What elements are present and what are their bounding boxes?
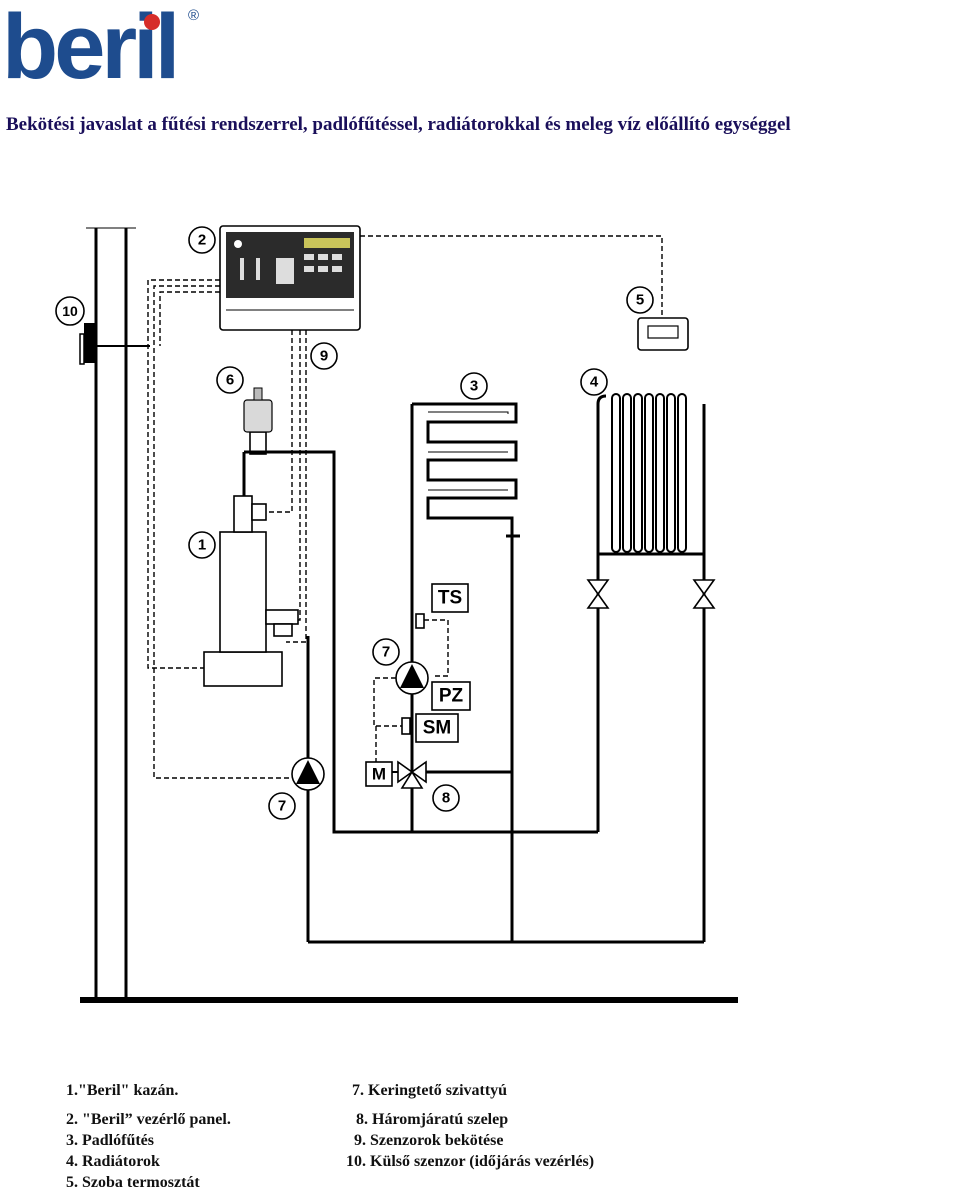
svg-text:10: 10 [62,303,78,319]
pz-box: PZ [431,681,471,711]
m-label: M [372,765,386,784]
ts-label: TS [438,588,462,609]
svg-text:9: 9 [320,348,328,365]
marker-1: 1 [188,531,216,559]
svg-text:5: 5 [636,292,644,309]
pz-label: PZ [439,686,464,707]
ts-box: TS [431,583,469,613]
control-panel [219,225,361,331]
radiator-section [677,393,687,553]
legend-item-7: 7. Keringtető szivattyú [352,1082,508,1099]
svg-text:7: 7 [382,644,390,661]
legend-item-3: 3. Padlófűtés [66,1132,154,1149]
radiator-section [666,393,676,553]
marker-7-floor: 7 [372,638,400,666]
circulation-pump-boiler [291,757,325,791]
sm-sensor-pocket [401,717,411,735]
svg-text:2: 2 [198,232,206,249]
marker-8: 8 [432,784,460,812]
radiator-section [655,393,665,553]
radiator-section [622,393,632,553]
marker-3: 3 [460,372,488,400]
logo-dot [144,14,160,30]
legend-item-8: 8. Háromjáratú szelep [356,1111,509,1128]
page-title: Bekötési javaslat a fűtési rendszerrel, … [6,114,791,135]
radiator-valve-left [586,579,610,609]
logo-text: beril [2,0,176,90]
legend-item-5: 5. Szoba termosztát [66,1174,200,1191]
boiler [203,452,299,687]
ts-sensor-pocket [415,613,425,629]
sm-box: SM [415,713,459,743]
room-thermostat [637,317,689,351]
marker-10: 10 [55,296,85,326]
marker-7-boiler: 7 [268,792,296,820]
floor-heating-coil [412,402,518,536]
sm-label: SM [423,718,452,739]
radiator-pipe [596,394,706,556]
beril-logo: beril ® [2,0,199,90]
legend-item-9: 9. Szenzorok bekötése [354,1132,504,1149]
radiator [596,393,706,556]
legend-item-1: 1."Beril" kazán. [66,1082,179,1099]
radiator-section [644,393,654,553]
building-wall [79,227,150,998]
svg-text:1: 1 [198,537,206,554]
svg-text:6: 6 [226,372,234,389]
sensor-wiring [147,235,663,779]
svg-text:7: 7 [278,798,286,815]
radiator-section [611,393,621,553]
svg-text:3: 3 [470,378,478,395]
marker-4: 4 [580,368,608,396]
svg-text:8: 8 [442,790,450,807]
m-actuator-box: M [365,761,393,787]
legend-item-10: 10. Külső szenzor (időjárás vezérlés) [346,1153,595,1170]
legend-item-4: 4. Radiátorok [66,1153,160,1170]
marker-2: 2 [188,226,216,254]
pipes [244,402,706,944]
air-vent [243,387,273,455]
logo-registered-mark: ® [188,7,199,24]
marker-6: 6 [216,366,244,394]
radiator-section [633,393,643,553]
heating-diagram: .pipe { stroke:#000; stroke-width:3; fil… [55,225,738,1003]
radiator-valve-right [692,579,716,609]
marker-9: 9 [310,342,338,370]
marker-5: 5 [626,286,654,314]
svg-text:4: 4 [590,374,599,391]
circulation-pump-floor [395,661,429,695]
legend-item-2: 2. "Beril” vezérlő panel. [66,1111,231,1128]
